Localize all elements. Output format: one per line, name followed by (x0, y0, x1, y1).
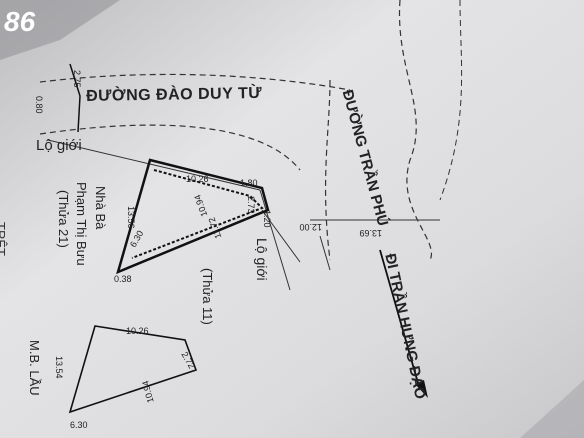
shadow-bottom-right (520, 380, 584, 438)
inset-dimension-left: 13.54 (54, 356, 64, 379)
dimension-left-edge: 13.56 (126, 206, 136, 229)
dimension-right-edge: 2.73 (246, 196, 256, 214)
land-parcel-hatch (131, 169, 264, 259)
setback-label-left: Lộ giới (36, 137, 82, 154)
tranphu-edge-far (439, 0, 463, 201)
dimension-corner-cut: 1.80 (240, 178, 258, 188)
land-parcel-outline (116, 158, 270, 275)
corner-number: 86 (4, 6, 36, 37)
edge-text: TRỆT (0, 222, 8, 256)
street-edge-top (39, 73, 351, 91)
dimension-setback-right: 1.20 (262, 210, 272, 228)
neighbor-label-line1: Nhà Bà (93, 186, 108, 230)
dimension-road-side: 13.69 (359, 228, 382, 238)
parcel-number: (Thửa 11) (200, 268, 215, 325)
top-left-marker (69, 63, 81, 133)
street-edge-bottom (39, 124, 301, 171)
setback-line-right (259, 189, 291, 291)
setback-line-top (47, 139, 261, 191)
dimension-top-left-a: 2.75 (72, 70, 82, 88)
inset-dimension-top: 10.26 (126, 326, 149, 336)
setback-label-right: Lộ giới (254, 238, 270, 281)
street-name-dao-duy-tu: ĐƯỜNG ĐÀO DUY TỪ (86, 84, 263, 105)
road-tick (319, 235, 331, 271)
dimension-road-width: 12.00 (299, 222, 322, 232)
dimension-bottom-tip: 0.38 (114, 274, 132, 284)
inset-label: M.B. LẦU (27, 340, 42, 396)
tranphu-edge-right (398, 0, 433, 261)
neighbor-label-line3: (Thửa 21) (56, 190, 71, 248)
inset-floor-plan (68, 325, 198, 414)
tranphu-edge-left (324, 79, 331, 261)
direction-arrow-head (415, 380, 428, 398)
direction-arrow-shaft (379, 249, 421, 391)
neighbor-label-line2: Phạm Thị Bưu (74, 182, 89, 266)
shadow-top-left (0, 0, 120, 60)
dimension-top-edge: 10.26 (186, 174, 209, 184)
dimension-top-left-b: 0.80 (34, 96, 44, 114)
inset-dimension-corner: 6.30 (70, 420, 88, 430)
setback-line-diagonal (261, 209, 301, 263)
